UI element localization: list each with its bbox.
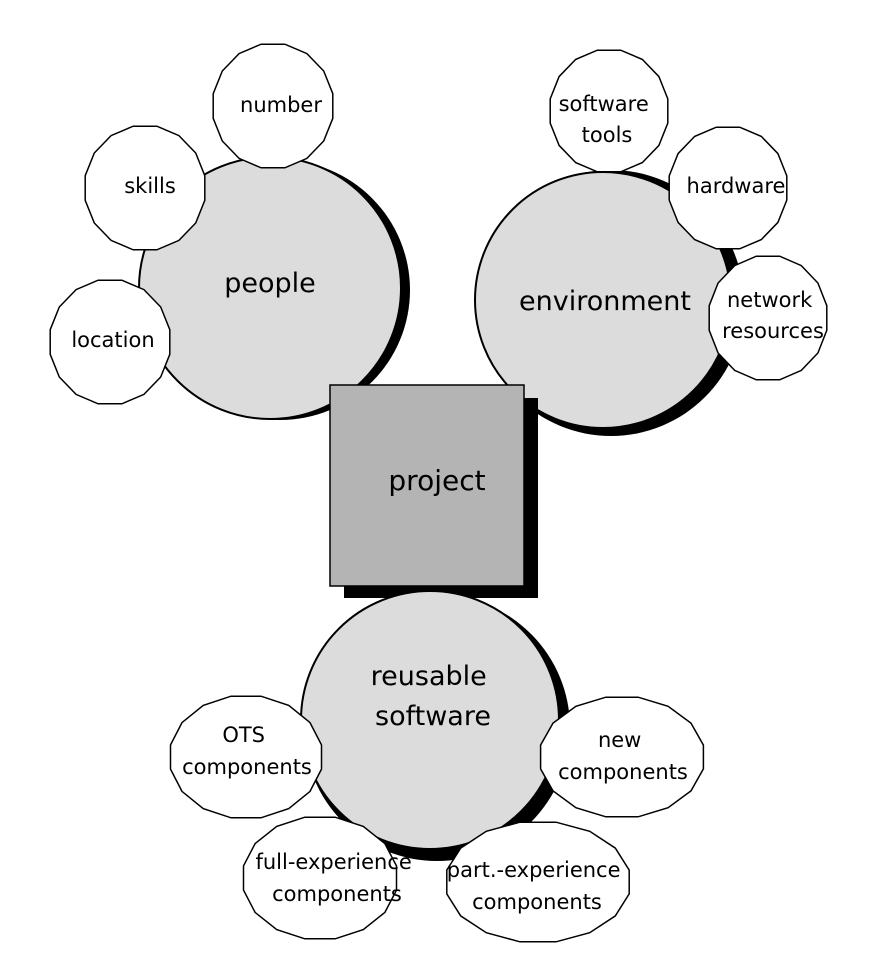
environment-attributes: software tools hardware network resource… <box>549 49 828 381</box>
ots-components-label-line-1: OTS <box>222 723 265 747</box>
reusable-software-label-line-1: reusable <box>371 661 487 692</box>
number-node <box>212 43 334 169</box>
full-experience-components-node <box>242 816 398 940</box>
new-components-node <box>539 696 705 818</box>
new-components-label: new components <box>558 728 688 784</box>
skills-node <box>84 125 206 251</box>
people-group: people <box>138 156 410 420</box>
reusable-software-label: reusable software <box>371 661 496 732</box>
software-tools-node <box>549 49 669 173</box>
software-tools-label-line-1: software <box>559 92 649 116</box>
network-resources-node <box>708 255 828 381</box>
software-tools-label: software tools <box>559 92 656 147</box>
reusable-software-components: OTS components new components full-exper… <box>169 695 705 943</box>
ots-components-node <box>169 695 323 819</box>
project-label: project <box>388 464 485 497</box>
skills-label: skills <box>124 174 176 198</box>
reusable-software-label-line-2: software <box>375 701 491 732</box>
environment-group: environment <box>474 170 744 436</box>
ots-components-label: OTS components <box>182 723 312 779</box>
full-experience-components-label-line-2: components <box>272 882 402 906</box>
project-group: project <box>329 384 538 598</box>
part-experience-components-label: part.-experience components <box>447 858 627 914</box>
project-box <box>329 384 525 587</box>
reusable-software-group: reusable software <box>300 590 570 861</box>
new-components-label-line-1: new <box>598 728 641 752</box>
part-experience-components-label-line-1: part.-experience <box>447 858 621 882</box>
full-experience-components-label: full-experience components <box>255 850 418 906</box>
network-resources-label-line-2: resources <box>722 319 824 343</box>
people-label: people <box>224 268 316 299</box>
new-components-label-line-2: components <box>558 760 688 784</box>
people-attributes: number skills location <box>49 43 334 405</box>
network-resources-label: network resources <box>722 288 824 343</box>
part-experience-components-node <box>446 821 630 943</box>
number-label: number <box>240 93 322 117</box>
hardware-label: hardware <box>687 174 786 198</box>
location-node <box>49 279 171 405</box>
software-tools-label-line-2: tools <box>582 123 633 147</box>
full-experience-components-label-line-1: full-experience <box>255 850 411 874</box>
part-experience-components-label-line-2: components <box>472 890 602 914</box>
network-resources-label-line-1: network <box>727 288 813 312</box>
location-label: location <box>71 328 154 352</box>
environment-label: environment <box>519 286 691 317</box>
hardware-node <box>668 126 788 250</box>
ots-components-label-line-2: components <box>182 755 312 779</box>
